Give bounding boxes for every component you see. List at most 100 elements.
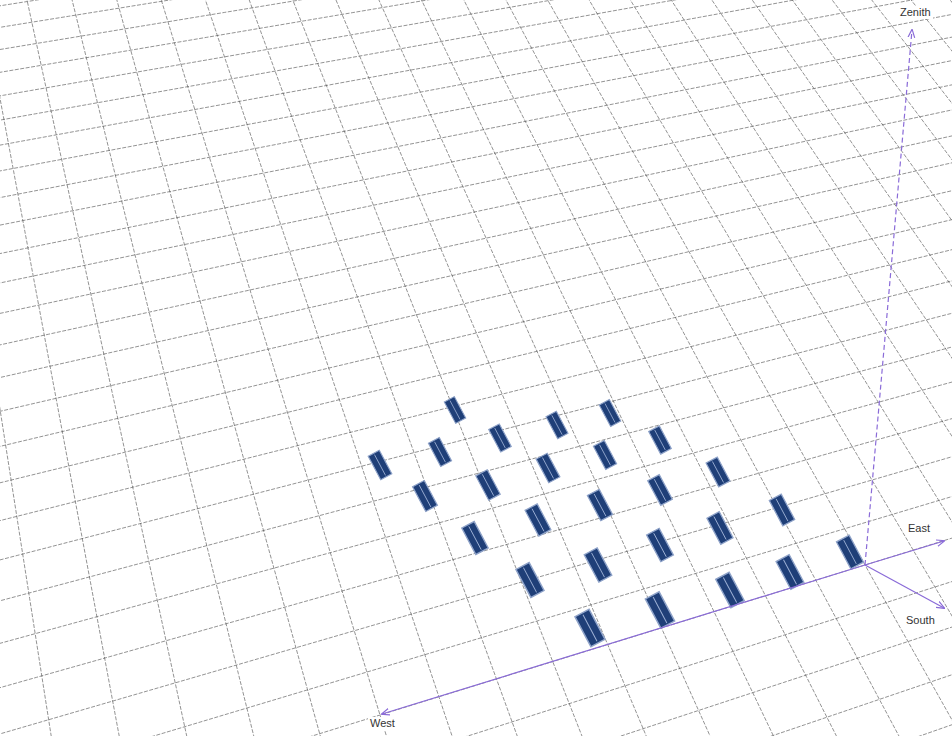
grid-line xyxy=(325,0,673,736)
panel-divider xyxy=(523,568,536,593)
panel-divider xyxy=(450,401,460,420)
solar-panel xyxy=(645,592,674,629)
grid-line xyxy=(0,261,952,736)
grid-line xyxy=(811,0,952,736)
solar-panel xyxy=(716,572,745,608)
panel-divider xyxy=(783,560,796,584)
grid-line xyxy=(0,0,211,64)
grid-line xyxy=(0,0,599,136)
solar-panel xyxy=(444,397,465,424)
axis-label: Zenith xyxy=(898,6,933,19)
solar-panel xyxy=(428,438,451,467)
panel-face xyxy=(584,548,612,582)
grid-line xyxy=(0,0,952,242)
grid-line xyxy=(0,172,952,620)
panel-divider xyxy=(435,442,446,462)
panel-divider xyxy=(583,615,597,641)
panel-divider xyxy=(532,509,544,532)
solar-panel xyxy=(649,426,672,454)
solar-panel xyxy=(525,504,551,536)
solar-panels xyxy=(368,397,863,647)
grid-line xyxy=(110,0,335,736)
grid-line xyxy=(456,0,857,736)
panel-face xyxy=(444,397,465,424)
grid-line xyxy=(776,0,952,736)
panel-divider xyxy=(654,479,666,501)
grid-line xyxy=(0,41,952,430)
panel-divider xyxy=(594,494,606,516)
panel-face xyxy=(645,592,674,629)
solar-panel xyxy=(368,450,392,479)
panel-divider xyxy=(654,533,667,557)
grid-line xyxy=(0,0,831,187)
grid-line xyxy=(0,0,84,42)
panel-face xyxy=(462,521,488,554)
axis-label: South xyxy=(904,614,937,627)
grid-line xyxy=(0,15,952,397)
panel-face xyxy=(587,489,612,520)
panel-face xyxy=(476,470,500,500)
grid-line xyxy=(239,0,529,736)
axis-label: East xyxy=(906,522,932,535)
grid-line xyxy=(0,140,952,579)
grid-line xyxy=(0,65,952,466)
panel-face xyxy=(575,609,605,646)
solar-panel xyxy=(516,562,544,597)
panel-face xyxy=(428,438,451,467)
grid-line xyxy=(0,0,952,271)
grid-line xyxy=(0,0,56,736)
panel-divider xyxy=(723,577,736,602)
grid-line xyxy=(494,0,928,736)
grid-line xyxy=(614,0,952,736)
grid-line xyxy=(935,0,952,520)
grid-line xyxy=(0,0,335,87)
solar-panel xyxy=(587,489,612,520)
panel-face xyxy=(489,424,512,452)
panel-face xyxy=(706,457,730,487)
grid-line xyxy=(68,0,264,736)
grid-line xyxy=(696,0,952,736)
grid-line xyxy=(0,230,952,697)
panel-divider xyxy=(469,526,481,549)
zenith-axis xyxy=(865,30,912,565)
panel-divider xyxy=(495,428,506,448)
solar-panel xyxy=(476,470,500,500)
panel-divider xyxy=(592,553,605,577)
grid-line xyxy=(0,114,952,540)
grid-line xyxy=(0,367,952,736)
grid-line xyxy=(913,619,952,736)
grid-line xyxy=(371,0,730,736)
panel-face xyxy=(599,400,621,427)
grid-line xyxy=(0,0,952,301)
solar-panel xyxy=(584,548,612,582)
panel-divider xyxy=(374,455,385,476)
panel-divider xyxy=(542,458,553,479)
solar-panel xyxy=(706,457,730,487)
grid-line xyxy=(454,480,952,736)
panel-divider xyxy=(776,499,788,521)
solar-panel xyxy=(413,481,438,512)
grid-line xyxy=(0,332,952,736)
panel-face xyxy=(368,450,392,479)
grid-line xyxy=(741,0,952,736)
solar-panel xyxy=(536,453,560,483)
grid-line xyxy=(22,0,200,736)
panel-face xyxy=(525,504,551,536)
panel-face xyxy=(707,512,733,545)
grid-line xyxy=(0,292,952,736)
solar-panel xyxy=(546,411,568,438)
panel-face xyxy=(776,555,804,590)
solar-panel xyxy=(776,555,804,590)
solar-panel xyxy=(489,424,512,452)
solar-panel xyxy=(836,535,863,569)
solar-panel xyxy=(647,528,674,561)
grid-line xyxy=(285,0,600,736)
panel-divider xyxy=(552,415,562,434)
grid-line xyxy=(0,0,716,161)
panel-divider xyxy=(844,540,857,564)
panel-divider xyxy=(419,485,431,507)
panel-divider xyxy=(605,404,615,423)
